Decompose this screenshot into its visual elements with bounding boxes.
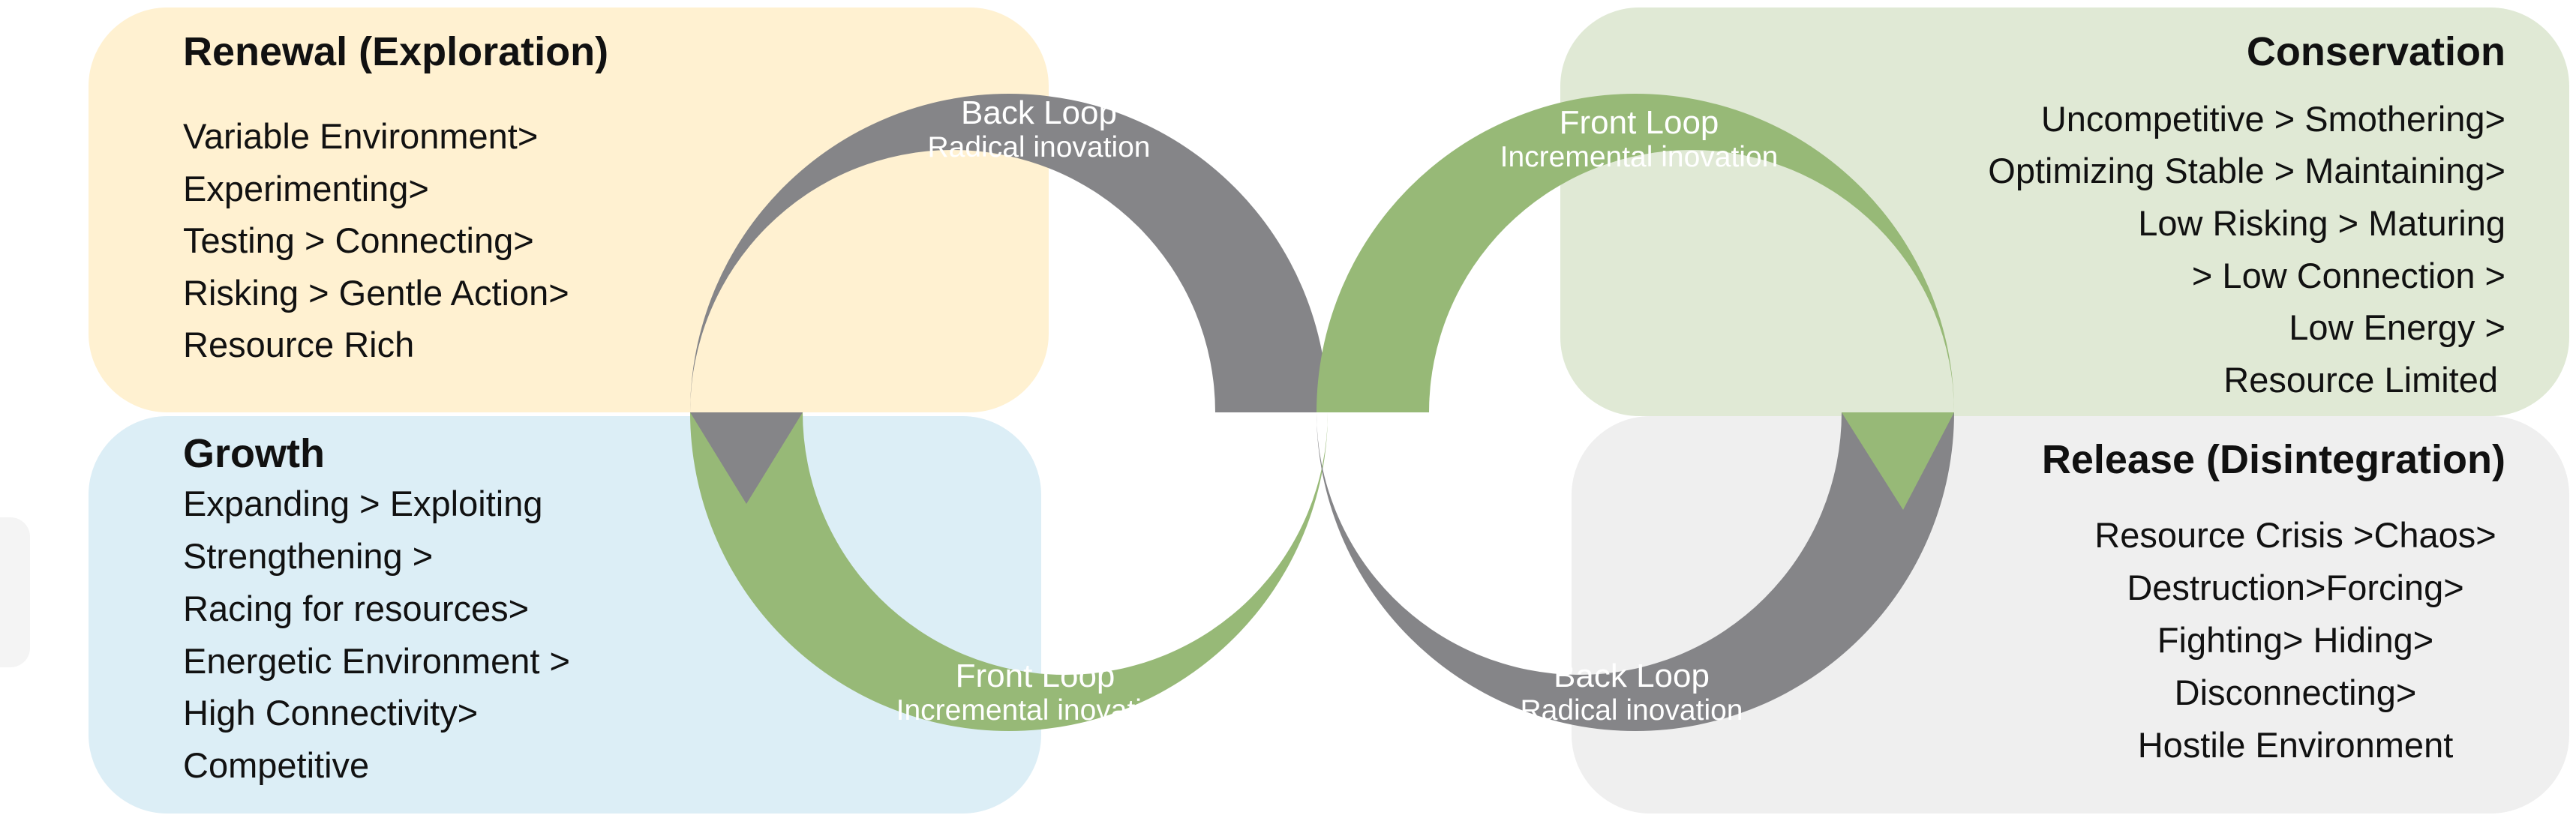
left-bottom-loop-title: Front Loop xyxy=(955,658,1115,694)
left-ring-green-arc xyxy=(690,412,1328,731)
left-top-loop-subtitle: Radical inovation xyxy=(927,131,1151,163)
right-top-loop-subtitle: Incremental inovation xyxy=(1500,141,1779,173)
right-ring-arrowhead xyxy=(1842,412,1954,510)
release-line-1: Resource Crisis >Chaos> xyxy=(2094,515,2496,555)
growth-line-2: Strengthening > xyxy=(183,536,434,576)
renewal-line-3: Testing > Connecting> xyxy=(183,220,534,260)
renewal-line-4: Risking > Gentle Action> xyxy=(183,273,569,313)
left-top-loop-title: Back Loop xyxy=(961,94,1117,131)
right-top-loop-title: Front Loop xyxy=(1559,104,1719,141)
release-line-5: Hostile Environment xyxy=(2137,725,2454,765)
renewal-line-1: Variable Environment> xyxy=(183,116,539,156)
right-top-loop-label: Front Loop Incremental inovation xyxy=(1463,105,1815,174)
conservation-title: Conservation xyxy=(2246,29,2505,74)
right-bottom-loop-subtitle: Radical inovation xyxy=(1520,694,1743,727)
release-title: Release (Disintegration) xyxy=(2041,437,2505,482)
renewal-line-5: Resource Rich xyxy=(183,325,415,364)
release-line-3: Fighting> Hiding> xyxy=(2157,620,2434,660)
release-panel xyxy=(1572,416,2569,814)
right-ring-green-arc xyxy=(1317,94,1954,412)
conservation-line-3: Low Risking > Maturing xyxy=(2138,203,2505,243)
left-ring-arrowhead xyxy=(690,412,803,504)
release-line-2: Destruction>Forcing> xyxy=(2127,568,2464,607)
left-top-loop-label: Back Loop Radical inovation xyxy=(874,95,1204,164)
right-ring-grey-arc xyxy=(1317,412,1954,731)
release-line-4: Disconnecting> xyxy=(2174,673,2417,712)
growth-line-4: Energetic Environment > xyxy=(183,641,570,681)
right-bottom-loop-title: Back Loop xyxy=(1554,658,1710,694)
conservation-line-4: > Low Connection > xyxy=(2191,256,2505,295)
left-bottom-loop-label: Front Loop Incremental inovation xyxy=(859,658,1211,727)
left-ring-grey-arc xyxy=(690,94,1328,412)
growth-line-3: Racing for resources> xyxy=(183,589,530,628)
conservation-line-2: Optimizing Stable > Maintaining> xyxy=(1988,151,2505,190)
conservation-panel xyxy=(1560,7,2569,416)
left-edge-shape xyxy=(0,517,30,667)
renewal-title: Renewal (Exploration) xyxy=(183,29,609,74)
conservation-line-5: Low Energy > xyxy=(2289,307,2505,347)
renewal-panel xyxy=(89,7,1049,412)
right-bottom-loop-label: Back Loop Radical inovation xyxy=(1455,658,1808,727)
growth-line-1: Expanding > Exploiting xyxy=(183,484,543,523)
renewal-line-2: Experimenting> xyxy=(183,169,429,208)
growth-title: Growth xyxy=(183,431,325,476)
conservation-line-6: Resource Limited xyxy=(2223,360,2498,400)
left-bottom-loop-subtitle: Incremental inovation xyxy=(896,694,1175,727)
conservation-line-1: Uncompetitive > Smothering> xyxy=(2040,99,2505,139)
growth-line-5: High Connectivity> xyxy=(183,693,479,733)
growth-line-6: Competitive xyxy=(183,745,370,785)
